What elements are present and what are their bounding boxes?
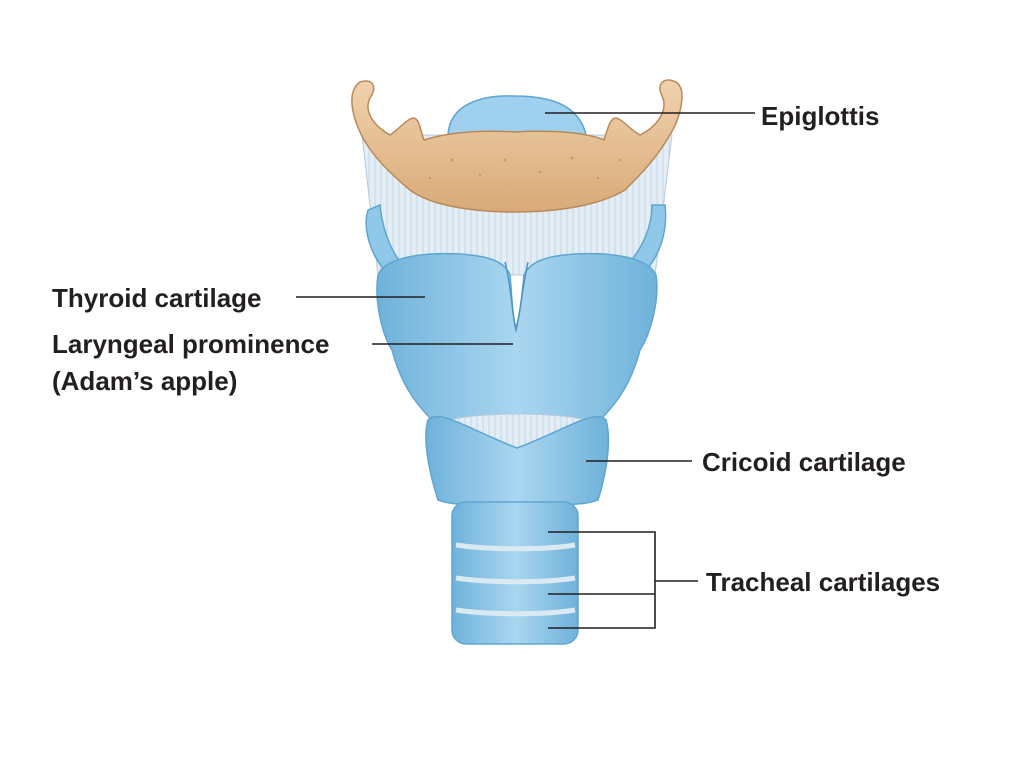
label-cricoid-cartilage: Cricoid cartilage	[702, 447, 906, 477]
label-epiglottis: Epiglottis	[761, 101, 880, 131]
label-adams-apple: (Adam’s apple)	[52, 366, 238, 396]
label-laryngeal-prominence: Laryngeal prominence	[52, 329, 330, 359]
label-thyroid-cartilage: Thyroid cartilage	[52, 283, 262, 313]
tracheal-ring-gap-3	[455, 607, 576, 617]
thyroid-cartilage-shape	[376, 252, 658, 431]
leader-tracheal-bracket	[548, 531, 656, 629]
hyoid-bone	[351, 79, 683, 213]
leader-lines	[296, 112, 755, 629]
tracheal-ring-gap-1	[455, 542, 576, 552]
label-tracheal-cartilages: Tracheal cartilages	[706, 567, 941, 597]
cricoid-cartilage-shape	[425, 415, 610, 507]
tracheal-ring-gap-2	[455, 575, 576, 585]
trachea	[451, 501, 579, 645]
trachea-body	[451, 501, 579, 645]
hyoid-texture	[428, 156, 622, 180]
laryngeal-prominence-notch	[504, 261, 529, 333]
